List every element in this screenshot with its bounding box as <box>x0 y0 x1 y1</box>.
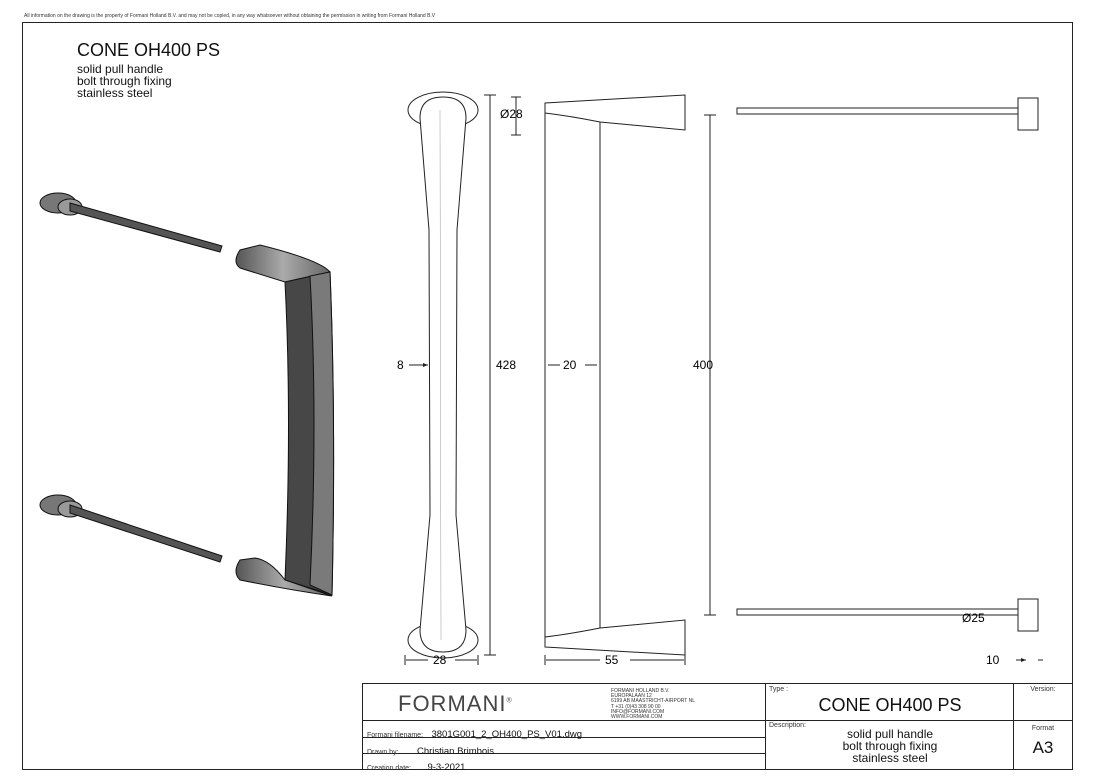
dim-center-distance: 400 <box>693 358 713 372</box>
dim-cap-thickness: 10 <box>986 653 1000 667</box>
format-cell: Format A3 <box>1014 721 1072 770</box>
handle-3d <box>235 244 335 597</box>
version-cell: Version: <box>1014 684 1072 721</box>
rosette-bottom <box>39 494 223 563</box>
dim-bolt-diameter: Ø25 <box>962 611 985 625</box>
type-cell: Type : CONE OH400 PS <box>766 684 1014 721</box>
address-line: WWW.FORMANI.COM <box>611 714 663 721</box>
address-line: T +31 (0)43 308 90 00 <box>611 703 661 710</box>
type-value: CONE OH400 PS <box>818 695 962 715</box>
title-block: FORMANI® FORMANI HOLLAND B.V. EUROPALAAN… <box>362 683 1073 773</box>
side-view <box>544 94 716 665</box>
description-line: stainless steel <box>852 751 928 765</box>
product-title: CONE OH400 PS <box>77 40 221 60</box>
creation-date-row: Creation date: 9-3-2021 <box>363 754 766 773</box>
address-line: INFO@FORMANI.COM <box>611 708 665 715</box>
logo-mark: ® <box>506 697 513 705</box>
type-label: Type : <box>769 686 789 693</box>
description-line: solid pull handle <box>846 727 934 741</box>
formani-logo: FORMANI® <box>398 691 513 717</box>
isometric-view <box>39 192 335 597</box>
description-value: solid pull handle bolt through fixing st… <box>766 728 1014 764</box>
dim-front-width: 8 <box>397 358 404 372</box>
company-address: FORMANI HOLLAND B.V. EUROPALAAN 12 6199 … <box>611 688 696 721</box>
address-line: FORMANI HOLLAND B.V. <box>611 688 670 694</box>
copyright-notice: All information on the drawing is the pr… <box>24 13 436 19</box>
logo-cell: FORMANI® FORMANI HOLLAND B.V. EUROPALAAN… <box>363 684 766 721</box>
creation-date-value: 9-3-2021 <box>427 762 466 773</box>
drawn-by-label: Drawn by: <box>367 749 399 756</box>
drawn-by-row: Drawn by: Christian Brimbois <box>363 738 766 757</box>
format-label: Format <box>1031 725 1055 732</box>
drawn-by-value: Christian Brimbois <box>416 746 495 757</box>
description-cell: Description: solid pull handle bolt thro… <box>766 721 1014 770</box>
filename-label: Formani filename: <box>367 732 424 739</box>
dim-rosette-diameter: Ø28 <box>500 107 523 121</box>
bolt-view <box>736 97 1043 662</box>
logo-text: FORMANI <box>398 691 507 716</box>
filename-row: Formani filename: 3801G001_2_OH400_PS_V0… <box>363 721 766 740</box>
description-label: Description: <box>769 722 806 729</box>
dim-projection: 55 <box>605 653 619 667</box>
filename-value: 3801G001_2_OH400_PS_V01.dwg <box>431 729 583 740</box>
product-line-3: stainless steel <box>77 86 153 100</box>
dim-side-width: 20 <box>563 358 577 372</box>
address-line: EUROPALAAN 12 <box>611 693 652 700</box>
dim-overall-length: 428 <box>496 358 516 372</box>
address-line: 6199 AB MAASTRICHT-AIRPORT NL <box>611 698 696 705</box>
front-view <box>404 91 521 665</box>
description-line: bolt through fixing <box>842 739 938 753</box>
creation-date-label: Creation date: <box>367 765 411 772</box>
format-value: A3 <box>1032 738 1054 757</box>
version-label: Version: <box>1030 686 1056 693</box>
rosette-top <box>39 192 223 253</box>
product-line-1: solid pull handle <box>77 62 164 76</box>
dim-base-width: 28 <box>433 653 447 667</box>
product-line-2: bolt through fixing <box>77 74 172 88</box>
